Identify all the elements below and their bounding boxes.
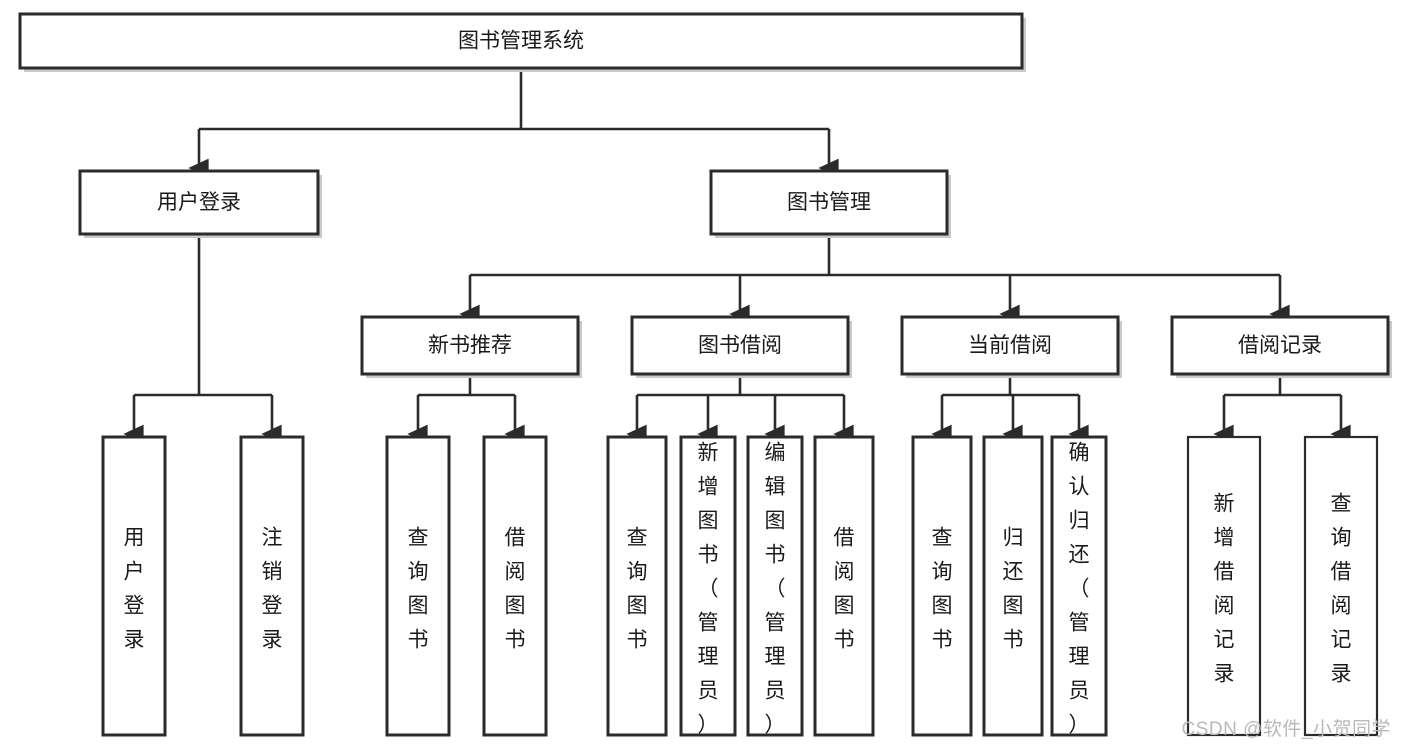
node-box[interactable] bbox=[78, 169, 320, 236]
node-user-login[interactable]: 用户登录 bbox=[78, 169, 322, 238]
watermark-text: CSDN @软件_小贺同学 bbox=[1181, 719, 1391, 740]
node-leaf-borrow-book-2[interactable]: 借阅图书 bbox=[813, 435, 875, 737]
node-box[interactable] bbox=[982, 435, 1044, 737]
node-box[interactable] bbox=[709, 169, 949, 236]
node-leaf-edit-book[interactable]: 编辑图书（管理员） bbox=[746, 435, 804, 737]
node-box[interactable] bbox=[911, 435, 973, 737]
node-label: 借阅记录 bbox=[1238, 334, 1322, 357]
node-label: 用户登录 bbox=[157, 191, 241, 214]
node-label: 借阅图书 bbox=[834, 527, 855, 652]
node-current-borrow[interactable]: 当前借阅 bbox=[900, 315, 1122, 378]
node-label: 用户登录 bbox=[124, 527, 145, 652]
node-label: 图书借阅 bbox=[698, 334, 782, 357]
node-leaf-user-login[interactable]: 用户登录 bbox=[101, 435, 167, 737]
node-label: 借阅图书 bbox=[505, 527, 526, 652]
node-label: 图书管理系统 bbox=[458, 30, 584, 53]
node-leaf-add-record[interactable]: 新增借阅记录 bbox=[1186, 435, 1262, 737]
node-label: 新增借阅记录 bbox=[1214, 493, 1235, 686]
node-label: 当前借阅 bbox=[968, 334, 1052, 357]
node-box[interactable] bbox=[679, 435, 737, 737]
node-leaf-add-book[interactable]: 新增图书（管理员） bbox=[679, 435, 737, 737]
node-leaf-logout[interactable]: 注销登录 bbox=[239, 435, 305, 737]
edge-group-root bbox=[188, 68, 839, 178]
node-label: 查询图书 bbox=[408, 527, 429, 652]
node-root[interactable]: 图书管理系统 bbox=[18, 12, 1026, 72]
node-box[interactable] bbox=[360, 315, 580, 376]
node-box[interactable] bbox=[900, 315, 1120, 376]
node-box[interactable] bbox=[1303, 435, 1379, 737]
node-box[interactable] bbox=[746, 435, 804, 737]
edge-group-book-manage bbox=[459, 234, 1290, 324]
node-box[interactable] bbox=[385, 435, 451, 737]
node-label: 确认归还（管理员） bbox=[1069, 442, 1090, 737]
node-label: 图书管理 bbox=[787, 191, 871, 214]
node-box[interactable] bbox=[1050, 435, 1108, 737]
nodes-layer: 图书管理系统用户登录图书管理新书推荐图书借阅当前借阅借阅记录用户登录注销登录查询… bbox=[18, 12, 1392, 737]
node-label: 查询图书 bbox=[932, 527, 953, 652]
node-leaf-borrow-book-1[interactable]: 借阅图书 bbox=[482, 435, 548, 737]
node-box[interactable] bbox=[606, 435, 668, 737]
node-label: 新增图书（管理员） bbox=[698, 442, 719, 737]
node-label: 查询图书 bbox=[627, 527, 648, 652]
node-box[interactable] bbox=[482, 435, 548, 737]
node-box[interactable] bbox=[1186, 435, 1262, 737]
node-label: 注销登录 bbox=[262, 527, 283, 652]
node-box[interactable] bbox=[630, 315, 850, 376]
edge-group-book-borrow bbox=[626, 374, 854, 444]
node-label: 归还图书 bbox=[1003, 527, 1024, 652]
node-book-borrow[interactable]: 图书借阅 bbox=[630, 315, 852, 378]
edge-group-new-book-rec bbox=[407, 374, 525, 444]
node-book-manage[interactable]: 图书管理 bbox=[709, 169, 951, 238]
node-box[interactable] bbox=[18, 12, 1024, 70]
node-label: 编辑图书（管理员） bbox=[765, 442, 786, 737]
node-leaf-query-record[interactable]: 查询借阅记录 bbox=[1303, 435, 1379, 737]
node-box[interactable] bbox=[813, 435, 875, 737]
edge-group-current-borrow bbox=[931, 374, 1089, 444]
node-box[interactable] bbox=[101, 435, 167, 737]
node-leaf-query-book-1[interactable]: 查询图书 bbox=[385, 435, 451, 737]
node-leaf-query-book-2[interactable]: 查询图书 bbox=[606, 435, 668, 737]
node-box[interactable] bbox=[239, 435, 305, 737]
node-new-book-rec[interactable]: 新书推荐 bbox=[360, 315, 582, 378]
node-leaf-return-book[interactable]: 归还图书 bbox=[982, 435, 1044, 737]
node-leaf-query-book-3[interactable]: 查询图书 bbox=[911, 435, 973, 737]
edges-layer bbox=[123, 68, 1351, 444]
node-box[interactable] bbox=[1170, 315, 1390, 376]
edge-group-user-login bbox=[123, 234, 282, 444]
node-label: 新书推荐 bbox=[428, 334, 512, 357]
edge-group-borrow-record bbox=[1213, 374, 1351, 444]
node-label: 查询借阅记录 bbox=[1331, 493, 1352, 686]
node-borrow-record[interactable]: 借阅记录 bbox=[1170, 315, 1392, 378]
node-leaf-confirm-return[interactable]: 确认归还（管理员） bbox=[1050, 435, 1108, 737]
